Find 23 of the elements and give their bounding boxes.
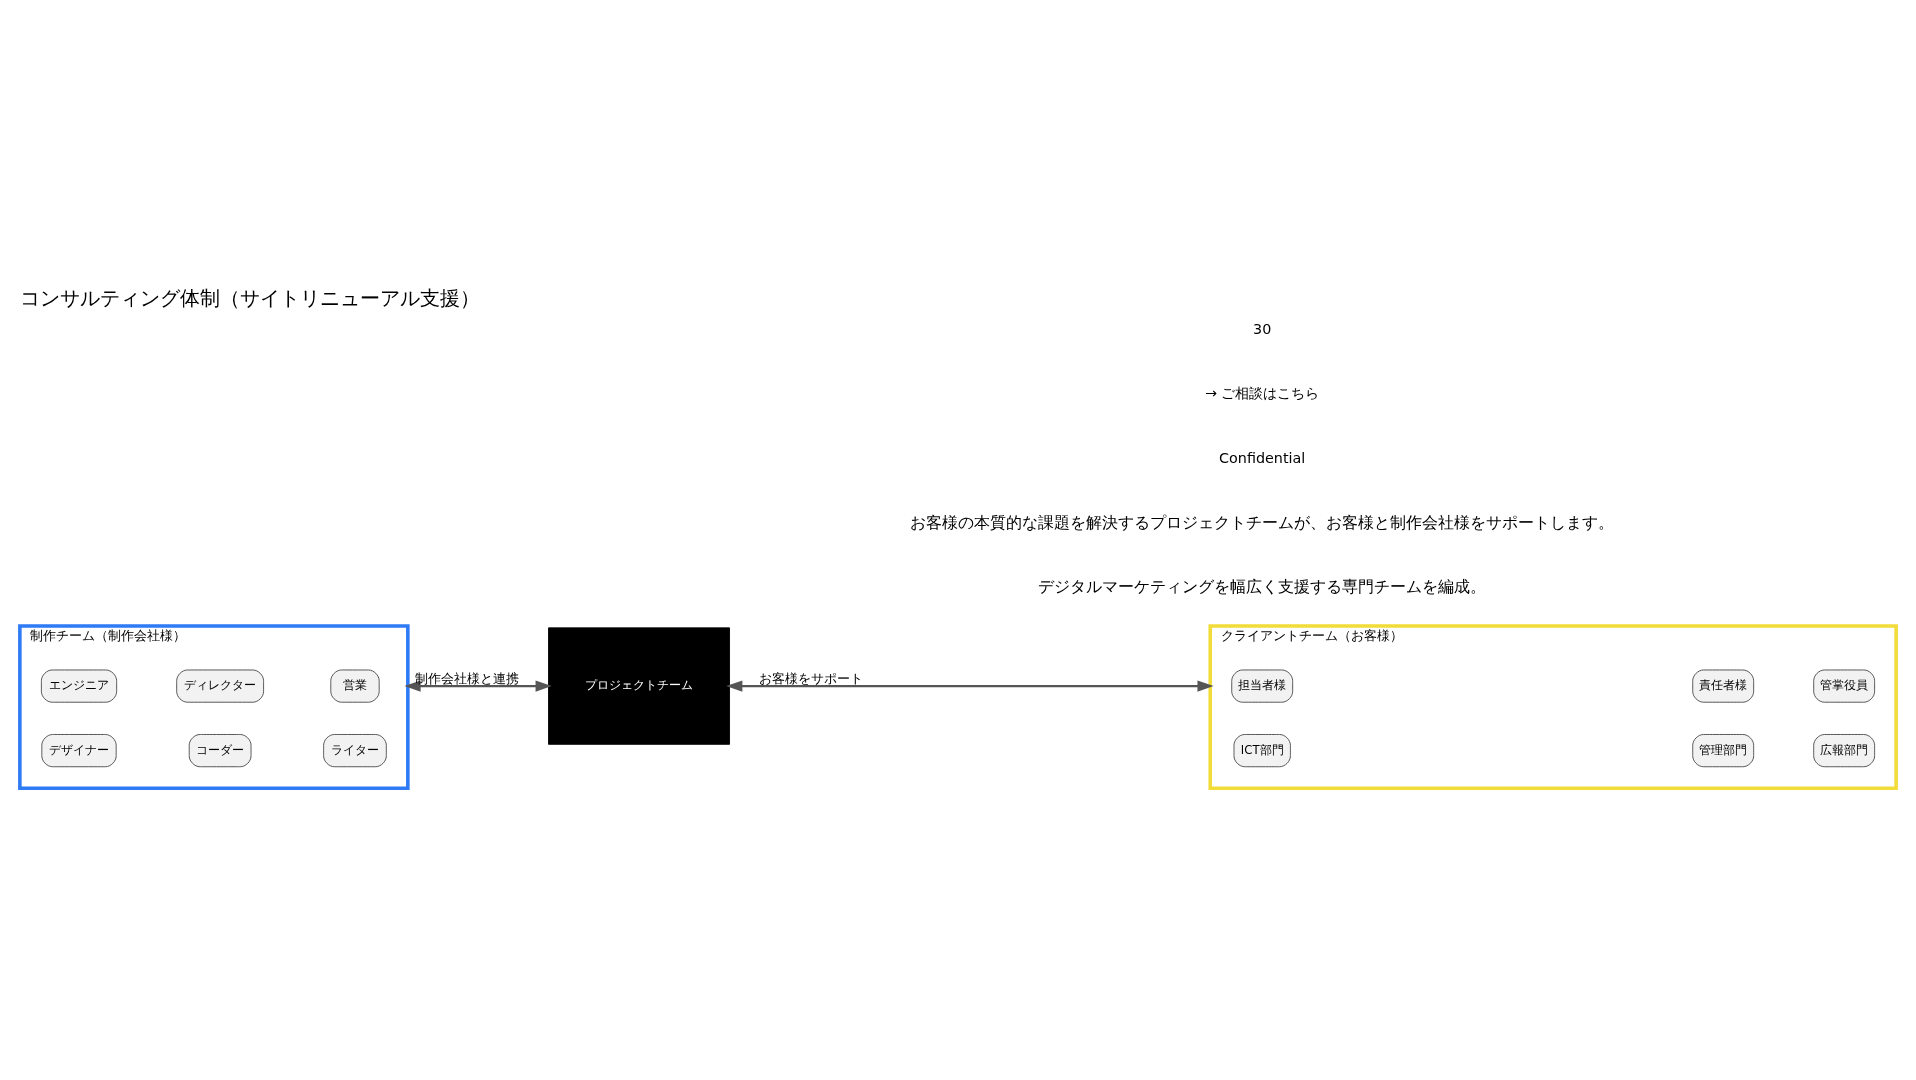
node-box: エンジニア	[40, 669, 118, 703]
node-box: ICT部門	[1233, 733, 1291, 767]
node-box: 管理部門	[1692, 733, 1755, 767]
node-box: 営業	[330, 669, 380, 703]
edge-label: 制作会社様と連携	[415, 670, 520, 686]
label: デジタルマーケティングを幅広く支援する専門チームを編成。	[1038, 576, 1487, 596]
node-box: 担当者様	[1231, 669, 1294, 703]
node-box: 管掌役員	[1813, 669, 1876, 703]
diagram-title: コンサルティング体制（サイトリニューアル支援）	[19, 286, 480, 310]
node-box: プロジェクトチーム	[548, 626, 730, 745]
node-box: 広報部門	[1813, 733, 1876, 767]
node-box: ライター	[323, 733, 387, 767]
node-box: ディレクター	[176, 669, 265, 703]
label: お客様の本質的な課題を解決するプロジェクトチームが、お客様と制作会社様をサポートします。	[910, 512, 1615, 532]
label: → ご相談はこちら	[1204, 384, 1320, 401]
node-box: コーダー	[188, 733, 252, 767]
node-box: 責任者様	[1692, 669, 1755, 703]
node-box: デザイナー	[41, 733, 117, 767]
arrow	[404, 679, 552, 692]
label: 30	[1253, 320, 1272, 337]
label: Confidential	[1219, 449, 1306, 466]
arrow	[726, 679, 1214, 692]
edge-label: お客様をサポート	[758, 670, 863, 686]
